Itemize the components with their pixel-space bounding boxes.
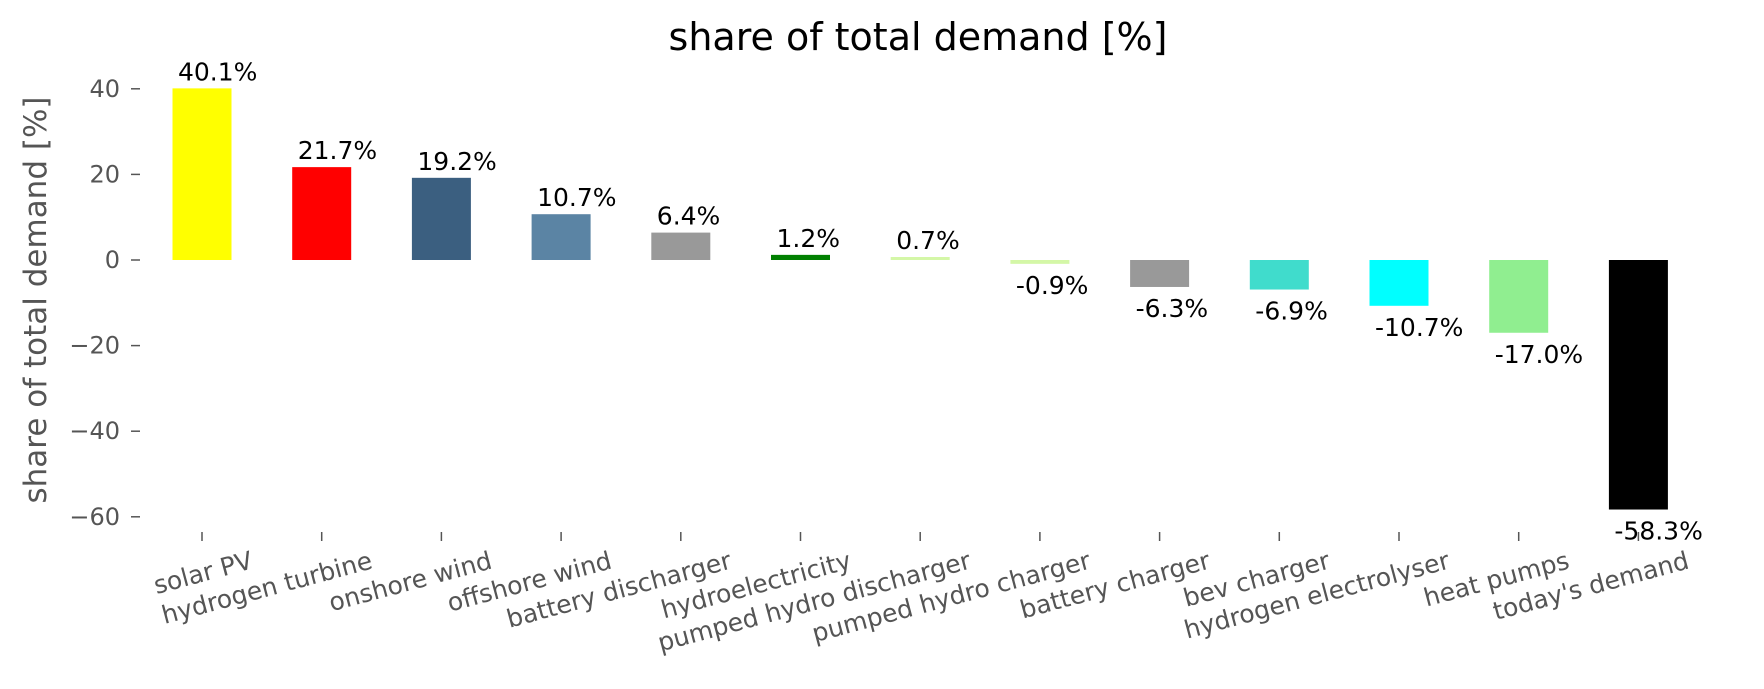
data-label: 19.2% [417, 147, 496, 176]
data-label: 6.4% [657, 202, 721, 231]
bar [1489, 260, 1549, 333]
bar [1130, 260, 1190, 287]
data-label: -6.3% [1136, 294, 1209, 323]
bar [411, 177, 471, 260]
bar [1369, 260, 1429, 306]
data-label: 10.7% [537, 183, 616, 212]
data-label: -10.7% [1375, 313, 1463, 342]
bars: 40.1% 21.7% 19.2% 10.7% 6.4% 1.2% 0.7% -0.9% -6.… [172, 57, 1703, 546]
bar [890, 257, 950, 260]
data-label: -58.3% [1614, 517, 1702, 546]
bar [651, 232, 711, 260]
y-axis-label: share of total demand [%] [18, 96, 54, 503]
bar [771, 254, 830, 260]
data-label: -6.9% [1255, 297, 1328, 326]
data-label: 1.2% [777, 224, 841, 253]
bar [1249, 260, 1309, 290]
data-label: 40.1% [178, 57, 257, 86]
data-label: -0.9% [1016, 271, 1089, 300]
chart-title: share of total demand [%] [669, 15, 1168, 59]
y-tick-label: 0 [105, 246, 120, 274]
bar [531, 214, 591, 260]
bar [172, 88, 232, 260]
y-tick-label: 40 [89, 75, 120, 103]
y-tick-label: 20 [89, 160, 120, 188]
y-tick-label: −20 [69, 332, 120, 360]
data-label: -17.0% [1495, 340, 1583, 369]
y-axis: 40 20 0 −20 −40 −60 [69, 75, 140, 531]
y-tick-label: −40 [69, 417, 120, 445]
data-label: 0.7% [896, 226, 960, 255]
bar [292, 167, 352, 260]
bar [1010, 260, 1070, 264]
y-tick-label: −60 [69, 503, 120, 531]
bar [1608, 260, 1668, 510]
data-label: 21.7% [298, 136, 377, 165]
